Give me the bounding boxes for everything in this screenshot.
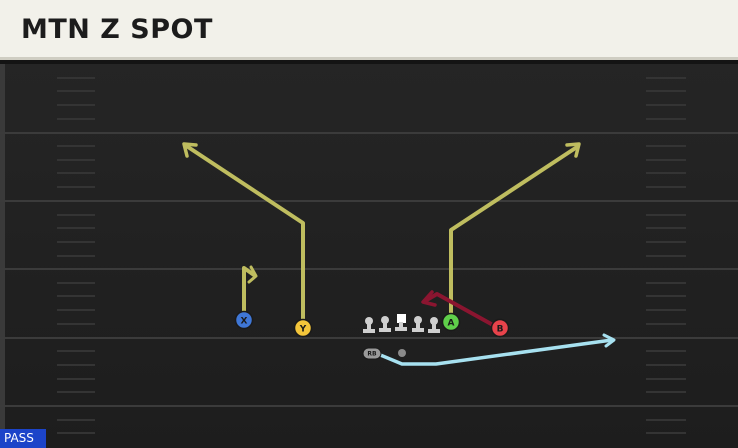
lineman-center	[395, 314, 407, 331]
player-a[interactable]: A	[441, 312, 461, 332]
football-field: X Y A B RB	[0, 60, 738, 448]
lineman-rg	[412, 316, 424, 332]
hash-marks-left	[57, 77, 95, 434]
player-rb[interactable]: RB	[362, 347, 382, 360]
route-rb	[376, 333, 616, 366]
play-type-badge: PASS	[0, 429, 46, 448]
lineman-lt	[363, 317, 375, 333]
player-a-label: A	[448, 319, 455, 329]
hash-marks-right	[646, 77, 686, 434]
header-shadow	[0, 60, 738, 64]
quarterback-marker	[398, 349, 406, 357]
yard-lines	[0, 132, 738, 407]
play-title: MTN Z SPOT	[21, 14, 213, 45]
field-left-edge	[0, 60, 5, 448]
player-b[interactable]: B	[490, 318, 510, 338]
player-b-label: B	[497, 325, 504, 335]
player-x-label: X	[241, 317, 248, 327]
play-header: MTN Z SPOT	[0, 0, 738, 60]
route-x	[242, 265, 258, 316]
lineman-lg	[379, 316, 391, 332]
player-y[interactable]: Y	[293, 318, 313, 338]
route-a	[449, 142, 581, 318]
lineman-rt	[428, 317, 440, 333]
offensive-line	[363, 314, 440, 333]
player-rb-label: RB	[367, 351, 377, 358]
field-surface	[0, 60, 738, 448]
player-y-label: Y	[299, 325, 307, 335]
player-x[interactable]: X	[234, 310, 254, 330]
route-y	[182, 142, 305, 325]
route-b	[421, 290, 495, 327]
